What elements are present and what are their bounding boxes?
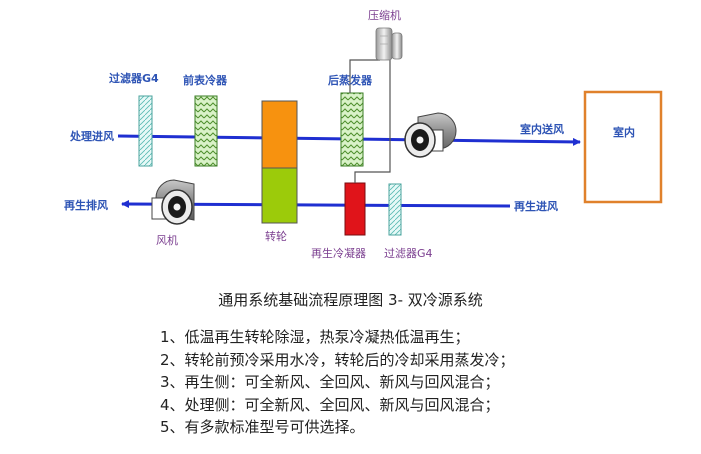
diagram-caption: 通用系统基础流程原理图 3- 双冷源系统 bbox=[218, 291, 483, 309]
note-item: 2、转轮前预冷采用水冷，转轮后的冷却采用蒸发冷； bbox=[160, 350, 515, 369]
indoor-room-box bbox=[583, 90, 663, 204]
label-fan: 风机 bbox=[156, 233, 178, 247]
refrigerant-pipe-condenser bbox=[354, 60, 391, 183]
label-compressor: 压缩机 bbox=[368, 8, 401, 22]
notes-list: 1、低温再生转轮除湿，热泵冷凝热低温再生； 2、转轮前预冷采用水冷，转轮后的冷却… bbox=[160, 326, 515, 439]
regen-condenser bbox=[344, 182, 366, 236]
label-post-evaporator: 后蒸发器 bbox=[328, 73, 373, 87]
pre-cooler-coil bbox=[194, 95, 218, 167]
label-regen-exhaust: 再生排风 bbox=[64, 198, 108, 212]
wheel-bottom-section bbox=[261, 167, 298, 224]
wheel-top-section bbox=[261, 100, 298, 169]
post-evaporator-coil bbox=[340, 92, 364, 167]
label-pre-cooler: 前表冷器 bbox=[183, 73, 228, 87]
filter-g4-bottom bbox=[388, 183, 402, 236]
label-process-inlet: 处理进风 bbox=[69, 129, 114, 143]
refrigerant-pipe-evaporator bbox=[349, 59, 380, 93]
label-indoor: 室内 bbox=[613, 125, 635, 139]
note-item: 4、处理侧：可全新风、全回风、新风与回风混合； bbox=[160, 395, 500, 414]
label-wheel: 转轮 bbox=[265, 229, 287, 243]
exhaust-fan bbox=[151, 179, 195, 225]
supply-fan bbox=[404, 112, 457, 158]
compressor-unit bbox=[375, 27, 403, 61]
label-regen-inlet: 再生进风 bbox=[514, 199, 558, 213]
filter-g4-top bbox=[138, 95, 153, 167]
label-filter-g4-top: 过滤器G4 bbox=[109, 71, 159, 85]
note-item: 5、有多款标准型号可供选择。 bbox=[160, 418, 365, 436]
flow-diagram: 过滤器G4 前表冷器 后蒸发器 压缩机 处理进风 室内送风 室内 再生排风 再生… bbox=[64, 8, 663, 260]
note-item: 1、低温再生转轮除湿，热泵冷凝热低温再生； bbox=[160, 328, 470, 346]
label-indoor-supply: 室内送风 bbox=[520, 122, 564, 136]
note-item: 3、再生侧：可全新风、全回风、新风与回风混合； bbox=[160, 373, 500, 391]
label-regen-condenser: 再生冷凝器 bbox=[311, 246, 366, 260]
label-filter-g4-bottom: 过滤器G4 bbox=[384, 247, 433, 260]
